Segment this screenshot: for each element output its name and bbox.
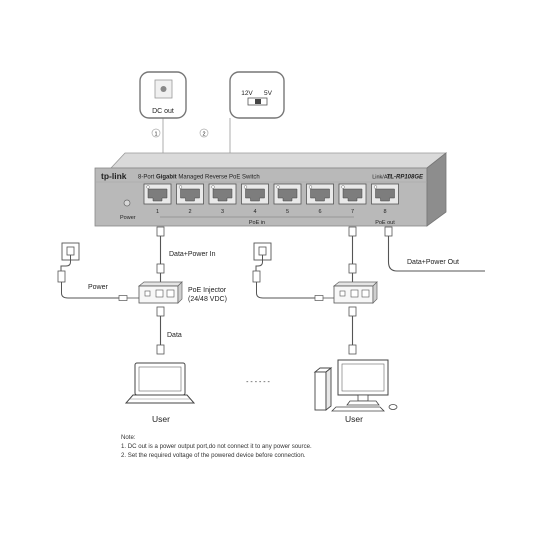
- notes-section: Note: 1. DC out is a power output port,d…: [121, 433, 521, 460]
- tp-link-logo: tp-link: [101, 171, 127, 181]
- port-3: [208, 183, 237, 205]
- port-number-label: 7: [351, 209, 354, 215]
- model-label: TL-RP108GE: [387, 175, 424, 181]
- dc-out-callout: DC out: [139, 71, 187, 165]
- laptop-icon: [124, 362, 196, 404]
- port-6: [306, 183, 334, 205]
- more-users-ellipsis: - - - - - -: [246, 379, 270, 386]
- volt-5v-label: 5V: [264, 90, 273, 97]
- cable-data-left: [156, 306, 165, 355]
- port-8: [371, 183, 399, 205]
- user-left-label: User: [152, 414, 170, 424]
- poe-injector-label: PoE Injector: [188, 287, 227, 294]
- cable-port8-out: [384, 226, 485, 272]
- port-number-label: 6: [318, 209, 321, 215]
- port-led-icon: [341, 185, 345, 189]
- link-act-label: Link/Act: [372, 175, 392, 181]
- voltage-selector-callout: 12V 5V: [229, 71, 285, 165]
- poe-in-label: PoE in: [249, 220, 265, 226]
- cable-data-right: [348, 306, 357, 355]
- data-power-out-label: Data+Power Out: [407, 259, 459, 266]
- power-label: Power: [120, 215, 136, 221]
- port-number-label: 5: [286, 209, 289, 215]
- port-led-icon: [146, 185, 150, 189]
- port-led-icon: [211, 185, 215, 189]
- port-2: [176, 183, 204, 205]
- callout-badge-2: 2: [199, 128, 209, 138]
- dc-out-label: DC out: [152, 108, 174, 115]
- user-right-label: User: [345, 414, 363, 424]
- note-line-2: 2. Set the required voltage of the power…: [121, 452, 306, 459]
- data-label: Data: [167, 332, 182, 339]
- switch-device: tp-link 8-Port Gigabit Managed Reverse P…: [94, 152, 448, 227]
- wall-outlet-left-icon: [57, 242, 139, 301]
- port-number-label: 1: [156, 209, 159, 215]
- callout-badge-1: 1: [151, 128, 161, 138]
- power-cord-label: Power: [88, 284, 109, 291]
- note-line-1: 1. DC out is a power output port,do not …: [121, 443, 312, 450]
- port-number-label: 3: [221, 209, 224, 215]
- volt-12v-label: 12V: [241, 90, 253, 97]
- port-led-icon: [308, 185, 313, 189]
- poe-injector-right: [333, 281, 378, 304]
- port-7: [338, 183, 367, 205]
- note-title: Note:: [121, 434, 136, 441]
- port-led-icon: [276, 185, 280, 189]
- port-5: [273, 183, 302, 205]
- cable-port1: [156, 226, 165, 282]
- port-number-label: 4: [253, 209, 256, 215]
- port-4: [241, 183, 269, 205]
- cable-port7: [348, 226, 357, 282]
- port-group: [143, 183, 399, 205]
- port-number-group: 1 2 3 4 5 6 7 8: [156, 209, 387, 215]
- wall-outlet-right-icon: [252, 242, 334, 301]
- switch-title: 8-Port Gigabit Managed Reverse PoE Switc…: [138, 175, 260, 181]
- poe-injector-left: [138, 281, 183, 304]
- poe-injector-voltage-label: (24/48 VDC): [188, 296, 227, 303]
- desktop-pc-icon: [313, 359, 398, 412]
- port-led-icon: [373, 185, 378, 189]
- svg-text:2: 2: [202, 131, 205, 137]
- poe-out-label: PoE out: [375, 220, 395, 226]
- port-number-label: 2: [188, 209, 191, 215]
- data-power-in-label: Data+Power In: [169, 251, 216, 258]
- port-number-label: 8: [383, 209, 386, 215]
- port-1: [143, 183, 172, 205]
- svg-text:1: 1: [154, 131, 157, 137]
- power-led-icon: [123, 199, 131, 207]
- port-led-icon: [178, 185, 183, 189]
- port-led-icon: [243, 185, 248, 189]
